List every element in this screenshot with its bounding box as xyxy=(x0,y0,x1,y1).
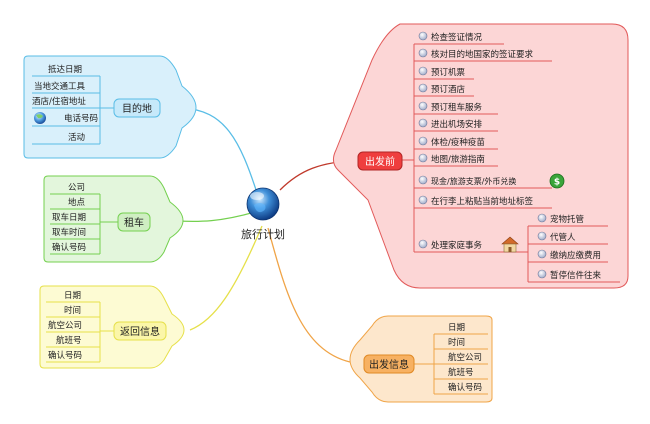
money-icon: $ xyxy=(549,173,565,189)
branch-destination: 抵达日期 当地交通工具 酒店/住宿地址 电话号码 活动 目的地 xyxy=(23,55,197,159)
departure-info-node[interactable] xyxy=(363,354,415,374)
destination-label: 目的地 xyxy=(122,102,152,115)
departure-info-item: 确认号码 xyxy=(448,382,482,393)
globe-icon xyxy=(246,187,280,221)
before-departure-item: 在行李上粘贴当前地址标签 xyxy=(431,196,534,207)
before-departure-item: 现金/旅游支票/外币兑换 xyxy=(431,176,516,186)
departure-info-item: 日期 xyxy=(448,323,465,333)
return-item: 航空公司 xyxy=(48,320,82,331)
departure-info-item: 航班号 xyxy=(448,367,474,378)
home-task-item: 缴纳应缴费用 xyxy=(550,250,601,261)
departure-info-item: 航空公司 xyxy=(448,352,482,363)
car-rental-node[interactable] xyxy=(117,212,151,232)
center-label: 旅行计划 xyxy=(241,227,285,241)
departure-info-item: 时间 xyxy=(448,337,465,348)
destination-item: 电话号码 xyxy=(64,113,98,124)
before-departure-item: 进出机场安排 xyxy=(431,119,483,130)
car-rental-item: 取车时间 xyxy=(52,227,86,238)
before-departure-item: 预订机票 xyxy=(431,67,466,78)
return-item: 时间 xyxy=(64,305,81,316)
before-departure-item: 预订租车服务 xyxy=(431,102,483,113)
car-rental-item: 地点 xyxy=(68,197,86,208)
before-departure-item: 核对目的地国家的签证要求 xyxy=(431,49,534,60)
destination-item: 活动 xyxy=(68,132,86,143)
return-item: 日期 xyxy=(64,291,81,301)
destination-item: 抵达日期 xyxy=(48,64,82,75)
car-rental-item: 确认号码 xyxy=(52,242,86,253)
before-departure-item: 处理家庭事务 xyxy=(431,240,483,251)
branch-car-rental: 公司 地点 取车日期 取车时间 确认号码 租车 xyxy=(43,175,184,263)
destination-item: 当地交通工具 xyxy=(34,81,86,92)
bullets xyxy=(418,31,547,279)
before-departure-node[interactable] xyxy=(357,151,403,171)
branch-before-departure: 检查签证情况 核对目的地国家的签证要求 预订机票 预订酒店 预订租车服务 进出机… xyxy=(332,23,629,289)
branch-departure-info: 日期 时间 航空公司 航班号 确认号码 出发信息 xyxy=(349,315,493,403)
home-task-item: 宠物托管 xyxy=(550,214,584,225)
car-rental-item: 取车日期 xyxy=(52,212,86,223)
car-rental-item: 公司 xyxy=(68,183,85,193)
return-node[interactable] xyxy=(113,321,167,341)
svg-text:$: $ xyxy=(554,178,560,188)
before-departure-item: 预订酒店 xyxy=(431,84,466,95)
return-item: 确认号码 xyxy=(48,350,82,361)
globe-icon xyxy=(34,112,46,124)
home-task-item: 代管人 xyxy=(550,232,576,243)
destination-item: 酒店/住宿地址 xyxy=(32,96,86,107)
return-item: 航班号 xyxy=(56,335,82,346)
branch-return: 日期 时间 航空公司 航班号 确认号码 返回信息 xyxy=(39,285,185,369)
center-node[interactable]: 旅行计划 xyxy=(241,187,285,241)
home-task-item: 暂停信件往来 xyxy=(550,270,602,281)
car-rental-label: 租车 xyxy=(124,216,144,229)
before-departure-item: 体检/疫种疫苗 xyxy=(431,137,485,148)
destination-node[interactable] xyxy=(113,98,161,118)
departure-info-label: 出发信息 xyxy=(369,358,409,371)
before-departure-item: 检查签证情况 xyxy=(431,32,483,43)
return-label: 返回信息 xyxy=(120,325,160,338)
before-departure-item: 地图/旅游指南 xyxy=(431,154,485,165)
before-departure-label: 出发前 xyxy=(365,155,395,168)
house-icon xyxy=(501,236,519,253)
